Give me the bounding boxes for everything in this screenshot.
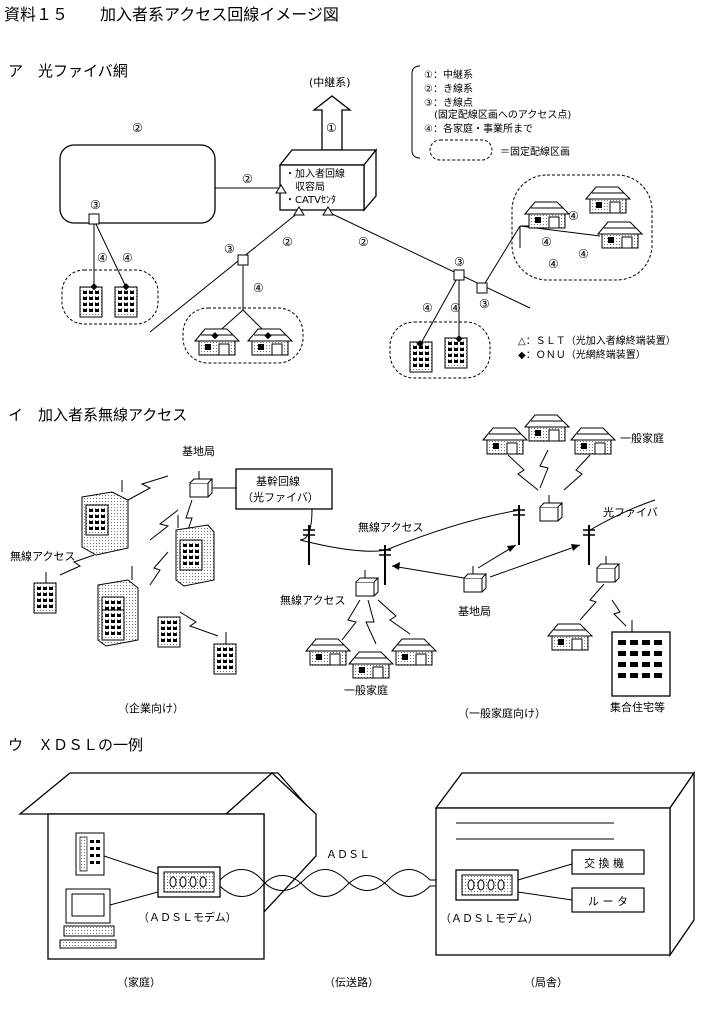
slt-node-2 — [293, 206, 305, 216]
office-roof — [434, 772, 696, 809]
num-4-d: ④ — [422, 301, 433, 315]
router-box — [571, 887, 645, 913]
station-line-2: 収容局 — [285, 180, 325, 193]
optical-fiber-label: 光ファイバ — [603, 505, 658, 519]
router-label: ル ー タ — [588, 895, 628, 908]
fixed-area-3 — [389, 321, 491, 379]
legend-item-3: ③：き線点 — [424, 96, 473, 109]
num-4-f: ④ — [541, 235, 552, 249]
exchange-box — [571, 849, 645, 875]
general-home-label-1: 一般家庭 — [620, 431, 664, 445]
page-title: 資料１５ 加入者系アクセス回線イメージ図 — [4, 5, 339, 24]
node-legend-slt: △：ＳＬＴ（光加入者線終端装置） — [518, 334, 676, 347]
legend-item-2: ②：き線系 — [424, 82, 473, 95]
station-box — [279, 164, 365, 211]
num-4-e: ④ — [450, 301, 461, 315]
exchange-label: 交 換 機 — [584, 856, 624, 870]
section-a-heading: ア 光ファイバ網 — [8, 62, 128, 80]
num-3-c: ③ — [454, 255, 465, 269]
legend-item-4: (固定配線区画へのアクセス点) — [424, 108, 571, 121]
backbone-box — [235, 468, 333, 510]
wireless-label-3: 無線アクセス — [280, 593, 345, 607]
legend-item-1: ①：中継系 — [424, 68, 473, 81]
slt-node-1 — [275, 184, 287, 194]
wireless-label-2: 無線アクセス — [358, 520, 423, 534]
num-3-d: ③ — [479, 297, 490, 311]
relay-label: (中継系) — [309, 75, 351, 89]
base-station-label-2: 基地局 — [458, 605, 491, 618]
section-u-heading: ウ ＸＤＳＬの一例 — [8, 736, 143, 754]
station-line-1: ・加入者回線 — [285, 167, 345, 180]
base-station-label-1: 基地局 — [182, 445, 215, 458]
transmission-caption: （伝送路） — [324, 975, 379, 989]
station-line-3: ・CATVｾﾝﾀ — [285, 194, 336, 206]
legend-item-5: ④：各家庭・事業所まで — [424, 122, 533, 135]
num-3-b: ③ — [90, 198, 101, 212]
num-4-g: ④ — [548, 257, 559, 271]
backbone-line-1: 基幹回線 — [256, 474, 300, 488]
twisted-pair-wire-1 — [219, 869, 458, 891]
access-point-4 — [476, 282, 488, 294]
station-box-top — [278, 149, 378, 166]
num-2-a: ② — [132, 121, 143, 135]
legend-area-swatch — [429, 139, 493, 161]
office-caption: （局舎） — [524, 976, 568, 989]
twisted-pair-wire-2 — [219, 875, 458, 897]
num-2-b: ② — [242, 172, 253, 186]
fixed-area-1 — [61, 269, 159, 325]
fixed-area-4 — [511, 174, 653, 281]
num-3-a: ③ — [224, 242, 235, 256]
node-legend-onu: ◆：ＯＮＵ（光網終端装置） — [518, 348, 646, 361]
legend-bracket — [411, 65, 421, 159]
home-caption: （家庭） — [117, 975, 161, 989]
num-2-d: ② — [358, 235, 369, 249]
num-4-a: ④ — [97, 251, 108, 265]
home-use-label: （一般家庭向け） — [458, 706, 546, 720]
relay-arrow — [312, 95, 352, 151]
section-i-heading: イ 加入者系無線アクセス — [8, 406, 187, 424]
general-home-label-2: 一般家庭 — [344, 683, 388, 697]
slt-node-3 — [322, 206, 334, 216]
enterprise-label: （企業向け） — [118, 701, 184, 715]
num-2-c: ② — [282, 235, 293, 249]
num-4-i: ④ — [578, 247, 589, 261]
backbone-line-2: （光ファイバ） — [242, 490, 319, 504]
adsl-label: ＡＤＳＬ — [326, 848, 370, 861]
access-point-3 — [453, 269, 465, 281]
num-4-h: ④ — [568, 209, 579, 223]
relay-num: ① — [326, 121, 337, 135]
modem-label-home: （ＡＤＳＬモデム） — [138, 910, 237, 924]
wireless-label-1: 無線アクセス — [10, 549, 75, 563]
apartment-label: 集合住宅等 — [610, 700, 665, 714]
num-4-c: ④ — [253, 281, 264, 295]
num-4-b: ④ — [122, 251, 133, 265]
feeder-area — [59, 144, 216, 224]
fixed-area-2 — [182, 307, 304, 364]
modem-label-office: （ＡＤＳＬモデム） — [440, 911, 539, 925]
legend-area-label: ＝固定配線区画 — [500, 145, 570, 158]
access-point-2 — [237, 254, 249, 266]
access-point-1 — [88, 213, 100, 225]
